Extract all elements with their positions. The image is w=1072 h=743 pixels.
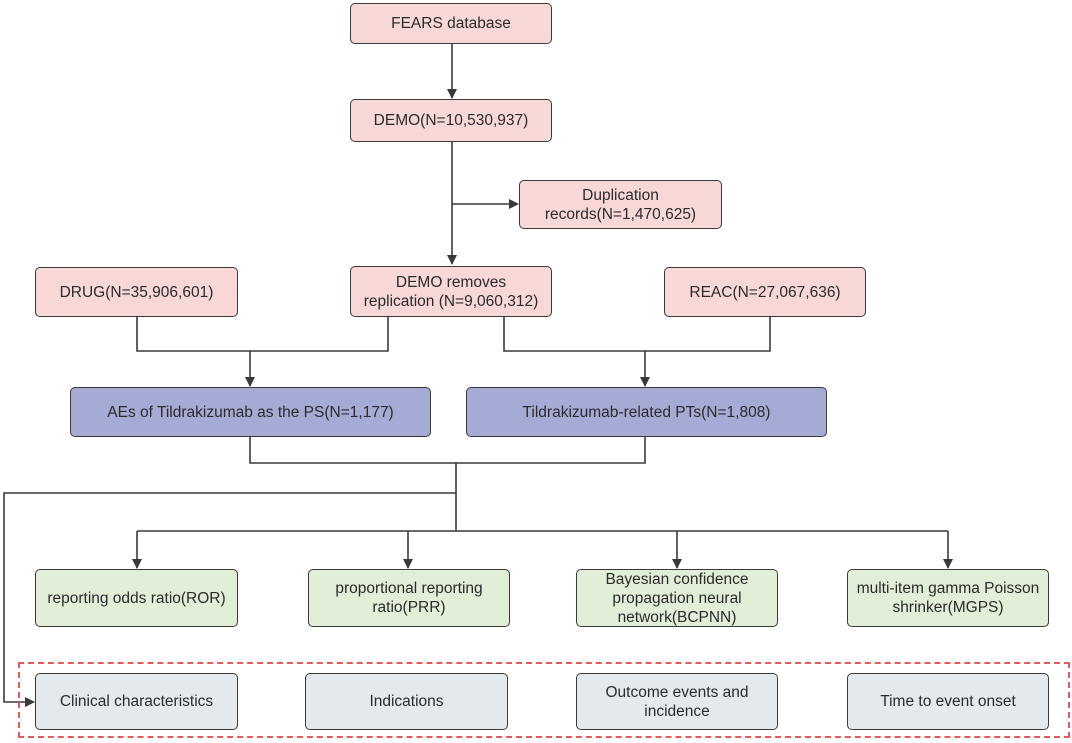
- node-bcpnn: Bayesian confidence propagation neural n…: [576, 569, 778, 627]
- line-drug-demo-merge: [136, 317, 389, 352]
- node-time-to-onset: Time to event onset: [847, 673, 1049, 730]
- node-outcome-events: Outcome events and incidence: [576, 673, 778, 730]
- line-aes-pts-merge: [249, 437, 646, 464]
- node-ror: reporting odds ratio(ROR): [35, 569, 238, 627]
- node-clinical-characteristics: Clinical characteristics: [35, 673, 238, 730]
- node-tildrakizumab-pts: Tildrakizumab-related PTs(N=1,808): [466, 387, 827, 437]
- analysis-group-frame: [18, 662, 1070, 738]
- node-prr: proportional reporting ratio(PRR): [308, 569, 510, 627]
- node-demo: DEMO(N=10,530,937): [350, 99, 552, 142]
- node-duplication-records: Duplication records(N=1,470,625): [519, 180, 722, 229]
- line-demo-reac-merge: [503, 317, 771, 352]
- node-demo-removes-replication: DEMO removes replication (N=9,060,312): [350, 266, 552, 317]
- node-drug: DRUG(N=35,906,601): [35, 267, 238, 317]
- node-reac: REAC(N=27,067,636): [664, 267, 866, 317]
- node-indications: Indications: [305, 673, 508, 730]
- node-aes-tildrakizumab: AEs of Tildrakizumab as the PS(N=1,177): [70, 387, 431, 437]
- node-fears-database: FEARS database: [350, 3, 552, 44]
- node-mgps: multi-item gamma Poisson shrinker(MGPS): [847, 569, 1049, 627]
